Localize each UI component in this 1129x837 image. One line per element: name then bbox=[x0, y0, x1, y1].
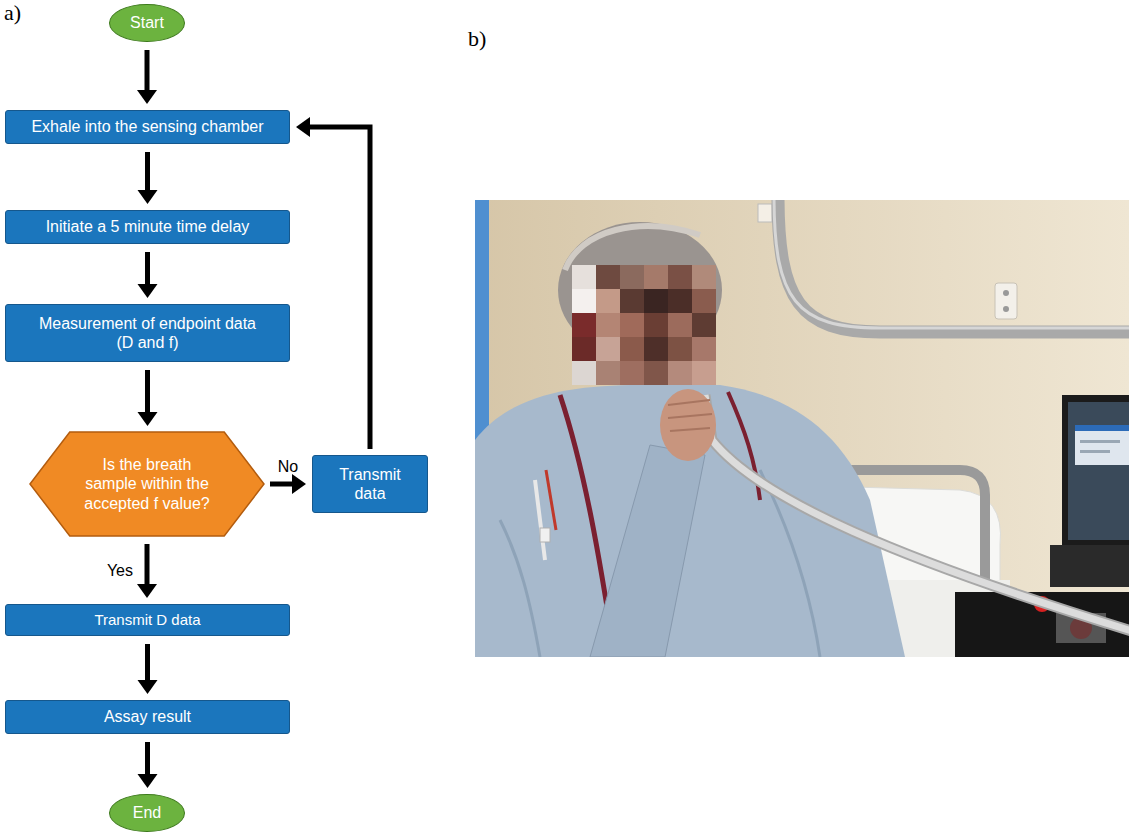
flow-arrow bbox=[137, 50, 157, 104]
terminal-oval: Start bbox=[109, 4, 185, 42]
flow-arrow bbox=[138, 370, 158, 426]
decision-hexagon: Is the breath sample within the accepted… bbox=[30, 432, 264, 536]
arrow-shaft bbox=[145, 544, 150, 584]
edge-label: Yes bbox=[107, 561, 133, 580]
node-text: Assay result bbox=[104, 707, 191, 726]
arrow-shaft bbox=[145, 252, 150, 284]
flow-arrow bbox=[137, 544, 157, 598]
arrow-head bbox=[137, 90, 157, 104]
process-box: Assay result bbox=[5, 700, 290, 734]
panel-label: b) bbox=[468, 26, 486, 52]
arrow-shaft bbox=[145, 644, 150, 680]
arrow-head bbox=[292, 474, 306, 494]
arrow-shaft bbox=[310, 127, 370, 449]
arrow-head bbox=[138, 284, 158, 298]
flow-arrow bbox=[138, 152, 158, 204]
flow-arrow bbox=[138, 644, 158, 694]
arrow-shaft bbox=[145, 370, 150, 412]
flow-arrow bbox=[270, 474, 306, 494]
process-box: Transmit D data bbox=[5, 604, 290, 636]
arrow-head bbox=[138, 774, 158, 788]
arrow-shaft bbox=[145, 742, 150, 774]
panel-label: a) bbox=[4, 0, 21, 26]
arrow-head bbox=[137, 584, 157, 598]
arrow-head bbox=[138, 680, 158, 694]
flow-arrow bbox=[138, 252, 158, 298]
node-text: Initiate a 5 minute time delay bbox=[46, 217, 250, 236]
arrow-shaft bbox=[145, 152, 150, 190]
arrow-head bbox=[138, 190, 158, 204]
process-box: Initiate a 5 minute time delay bbox=[5, 210, 290, 244]
arrow-head bbox=[296, 117, 310, 137]
arrow-shaft bbox=[270, 482, 292, 487]
node-text: Is the breath sample within the accepted… bbox=[82, 455, 212, 513]
process-box: Transmit data bbox=[312, 455, 428, 513]
arrow-shaft bbox=[145, 50, 150, 90]
edge-label: No bbox=[278, 457, 298, 476]
terminal-oval: End bbox=[109, 794, 185, 832]
node-text: Measurement of endpoint data (D and f) bbox=[32, 314, 264, 352]
node-text: Transmit data bbox=[330, 465, 410, 503]
process-box: Exhale into the sensing chamber bbox=[5, 110, 290, 144]
node-text: Transmit D data bbox=[94, 611, 200, 629]
node-text: End bbox=[133, 803, 161, 822]
node-text: Exhale into the sensing chamber bbox=[31, 117, 263, 136]
flow-arrow bbox=[138, 742, 158, 788]
node-text: Start bbox=[130, 13, 164, 32]
flow-arrow bbox=[296, 117, 370, 449]
process-box: Measurement of endpoint data (D and f) bbox=[5, 304, 290, 362]
arrow-head bbox=[138, 412, 158, 426]
